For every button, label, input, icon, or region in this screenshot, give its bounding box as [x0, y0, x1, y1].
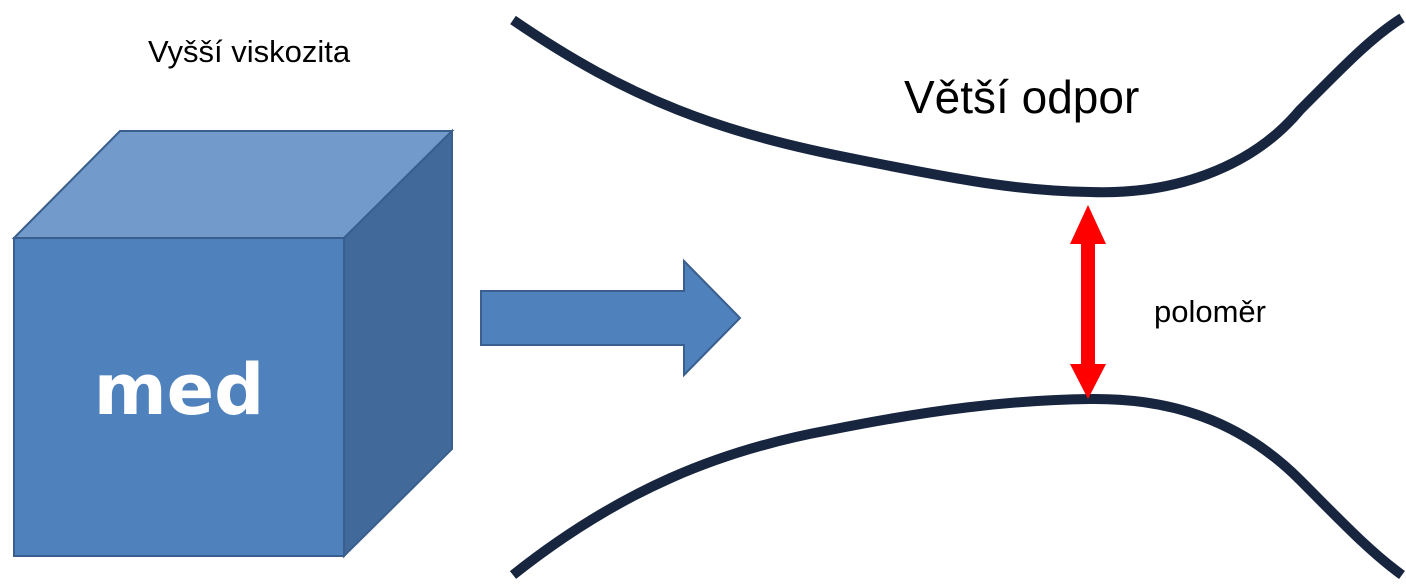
- radius-arrow-head-up: [1070, 205, 1106, 244]
- cube-label: med: [93, 349, 265, 431]
- radius-arrow-shaft: [1081, 242, 1095, 366]
- double-headed-arrow-icon: [1070, 205, 1106, 399]
- radius-arrow-head-down: [1070, 364, 1106, 399]
- right-arrow-icon: [480, 258, 742, 378]
- cube-front-face: [13, 237, 345, 557]
- tube-upper-wall: [510, 13, 1405, 198]
- viscosity-label: Vyšší viskozita: [148, 34, 351, 69]
- resistance-label: Větší odpor: [904, 71, 1140, 123]
- radius-label: poloměr: [1154, 294, 1266, 329]
- honey-cube: [11, 128, 455, 559]
- tube-lower-wall: [509, 393, 1405, 580]
